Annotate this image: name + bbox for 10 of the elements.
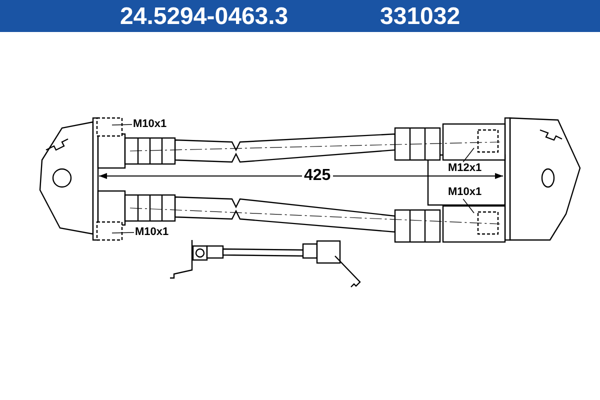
thread-size-label: M12x1 [448,163,482,174]
part-number: 331032 [380,5,460,29]
leader-line [112,232,134,234]
thread-size-label: M10x1 [133,119,167,130]
thread-size-label: M10x1 [135,227,169,238]
thread-size-label: M10x1 [448,187,482,198]
leader-line [462,148,474,162]
leader-line [462,198,474,214]
leader-line [112,124,132,126]
part-number: 24.5294-0463.3 [120,5,288,29]
